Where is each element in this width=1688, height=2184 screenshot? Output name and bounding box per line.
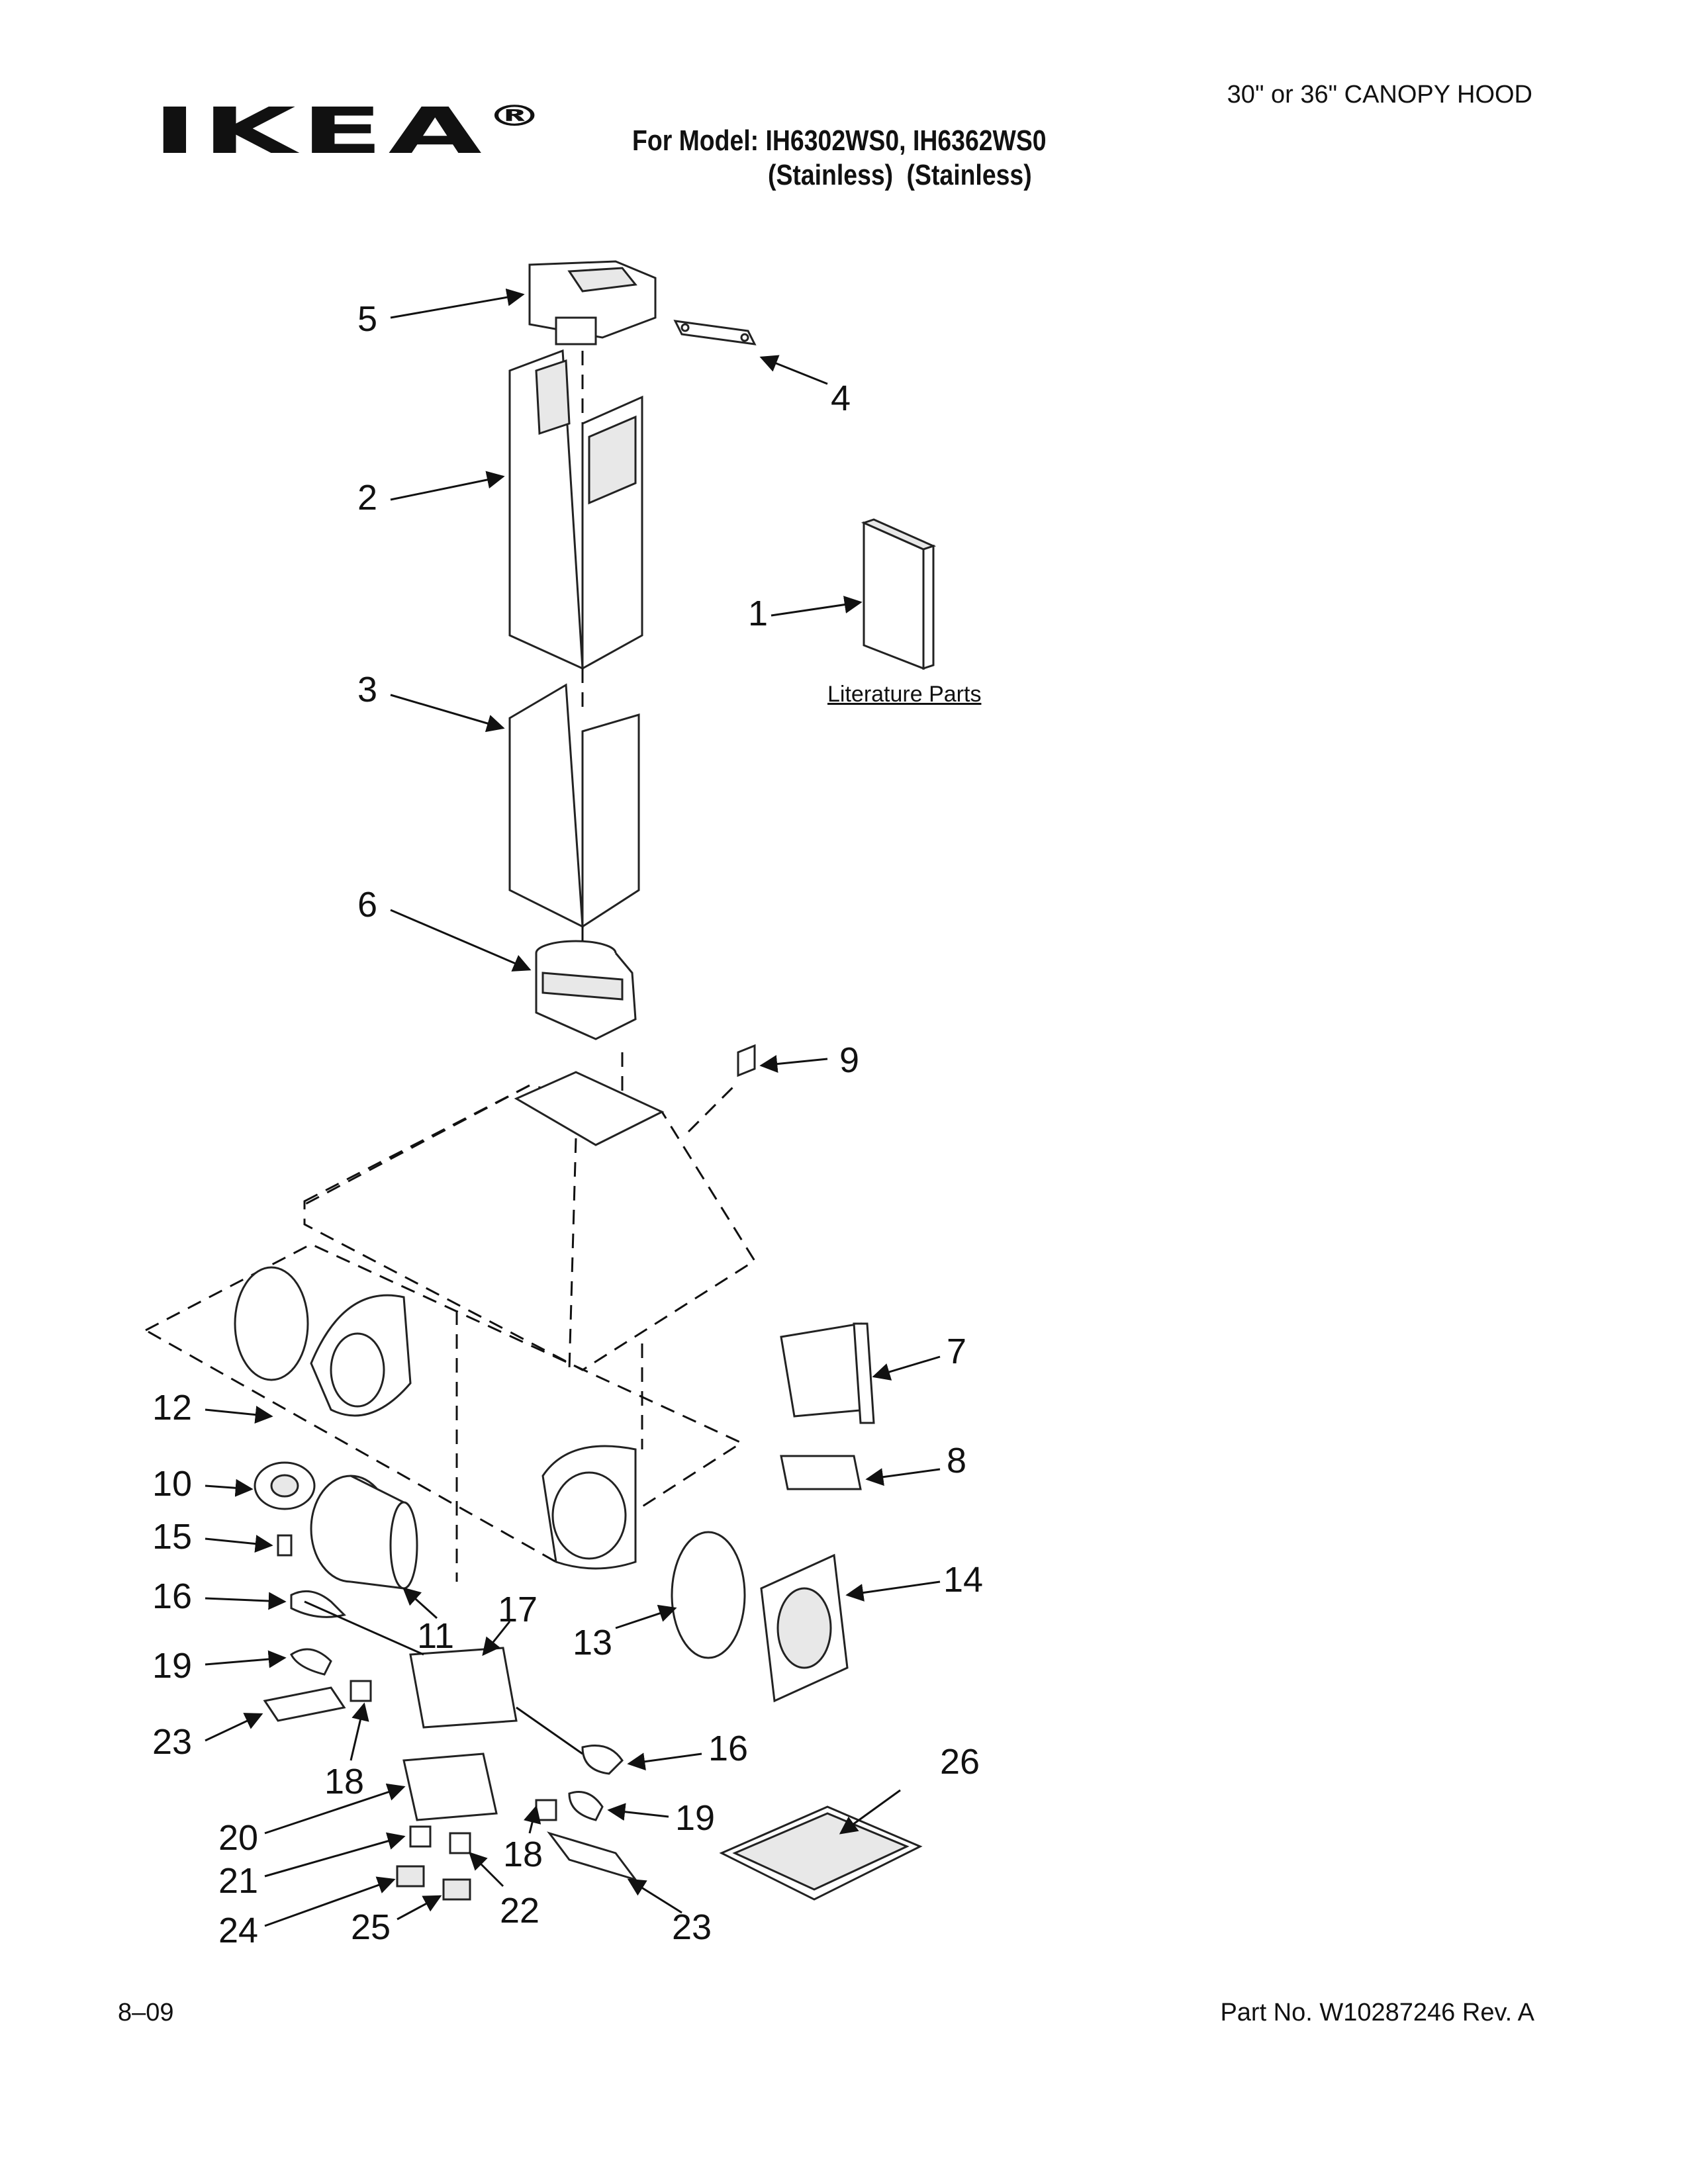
wire-harness-left — [304, 1600, 424, 1656]
callout-5: 5 — [357, 299, 378, 339]
footer-date: 8–09 — [118, 1999, 174, 2026]
callout-16-left: 16 — [152, 1576, 193, 1616]
part-4-bracket — [673, 320, 757, 345]
hood-canopy-outline — [143, 351, 757, 1582]
part-19-bulb-left — [290, 1648, 332, 1676]
part-19-bulb-right — [568, 1791, 604, 1821]
model-line: For Model: IH6302WS0, IH6362WS0 — [632, 124, 1047, 157]
callout-25: 25 — [351, 1907, 391, 1947]
part-11-blower-wheel — [310, 1475, 418, 1590]
callout-15: 15 — [152, 1517, 193, 1557]
part-3-lower-chimney — [508, 683, 640, 929]
footer-part-number: Part No. W10287246 Rev. A — [1220, 1999, 1534, 2026]
part-23-lens-left — [263, 1686, 346, 1722]
callout-26: 26 — [940, 1742, 980, 1782]
part-7-bracket-assembly — [780, 1322, 875, 1424]
part-25-knob — [442, 1878, 471, 1901]
part-17-control-board — [409, 1647, 518, 1729]
part-18-socket-left — [350, 1680, 372, 1702]
callout-2: 2 — [357, 478, 378, 518]
callout-21: 21 — [218, 1861, 259, 1901]
part-23-lens-right — [547, 1831, 638, 1882]
part-20-control-housing — [402, 1752, 498, 1821]
part-9-clip — [737, 1044, 756, 1077]
part-16-light-housing-left — [290, 1590, 346, 1618]
canopy-top-plate — [514, 1071, 665, 1146]
part-26-grease-filter — [719, 1805, 923, 1901]
part-14-blower-cover — [760, 1553, 849, 1703]
callout-19-left: 19 — [152, 1646, 193, 1686]
part-12-blower-housing — [234, 1266, 412, 1417]
callout-4: 4 — [831, 379, 851, 418]
callout-17: 17 — [498, 1590, 538, 1629]
wire-harness-right — [516, 1706, 583, 1755]
part-13-motor-plate — [671, 1531, 746, 1659]
finish-line: (Stainless) (Stainless) — [768, 159, 1045, 192]
finish-2: (Stainless) — [906, 159, 1032, 191]
callout-20: 20 — [218, 1818, 259, 1858]
brand-name: IKEA — [152, 94, 487, 168]
finish-1: (Stainless) — [768, 159, 894, 191]
part-15-capacitor — [277, 1534, 293, 1557]
callout-18-left: 18 — [324, 1762, 365, 1801]
callout-18-right: 18 — [503, 1835, 543, 1874]
callout-1: 1 — [748, 594, 769, 633]
callout-9: 9 — [839, 1040, 860, 1080]
callout-6: 6 — [357, 885, 378, 925]
callout-22: 22 — [500, 1891, 540, 1931]
callout-16-right: 16 — [708, 1729, 749, 1768]
callout-13: 13 — [573, 1623, 613, 1662]
callout-8: 8 — [947, 1441, 967, 1480]
literature-parts-label: Literature Parts — [827, 682, 982, 707]
callout-19-right: 19 — [675, 1798, 716, 1838]
part-10-motor — [254, 1461, 316, 1510]
callout-10: 10 — [152, 1464, 193, 1504]
callout-24: 24 — [218, 1911, 259, 1950]
part-6-transition — [535, 940, 637, 1040]
callout-7: 7 — [947, 1332, 967, 1371]
part-18-socket-right — [535, 1799, 557, 1821]
part-24-knob — [396, 1865, 425, 1888]
leader-arrows — [205, 288, 941, 1927]
callout-23-left: 23 — [152, 1722, 193, 1762]
blower-housing-right — [541, 1445, 637, 1570]
callout-3: 3 — [357, 670, 378, 709]
callout-11: 11 — [417, 1616, 455, 1656]
part-22-switch — [449, 1832, 471, 1854]
part-2-upper-chimney — [508, 349, 643, 670]
part-5-duct-connector — [528, 260, 657, 345]
callout-12: 12 — [152, 1388, 193, 1428]
callout-23-right: 23 — [672, 1907, 712, 1947]
callout-14: 14 — [943, 1560, 984, 1600]
document-type: 30" or 36" CANOPY HOOD — [1227, 81, 1532, 109]
registered-mark: ® — [487, 99, 547, 133]
part-21-switch — [409, 1825, 432, 1848]
part-1-literature — [861, 518, 937, 670]
ikea-logo: IKEA® — [152, 99, 547, 163]
part-16-light-housing-right — [581, 1745, 624, 1775]
part-8-switch-board — [780, 1455, 862, 1490]
